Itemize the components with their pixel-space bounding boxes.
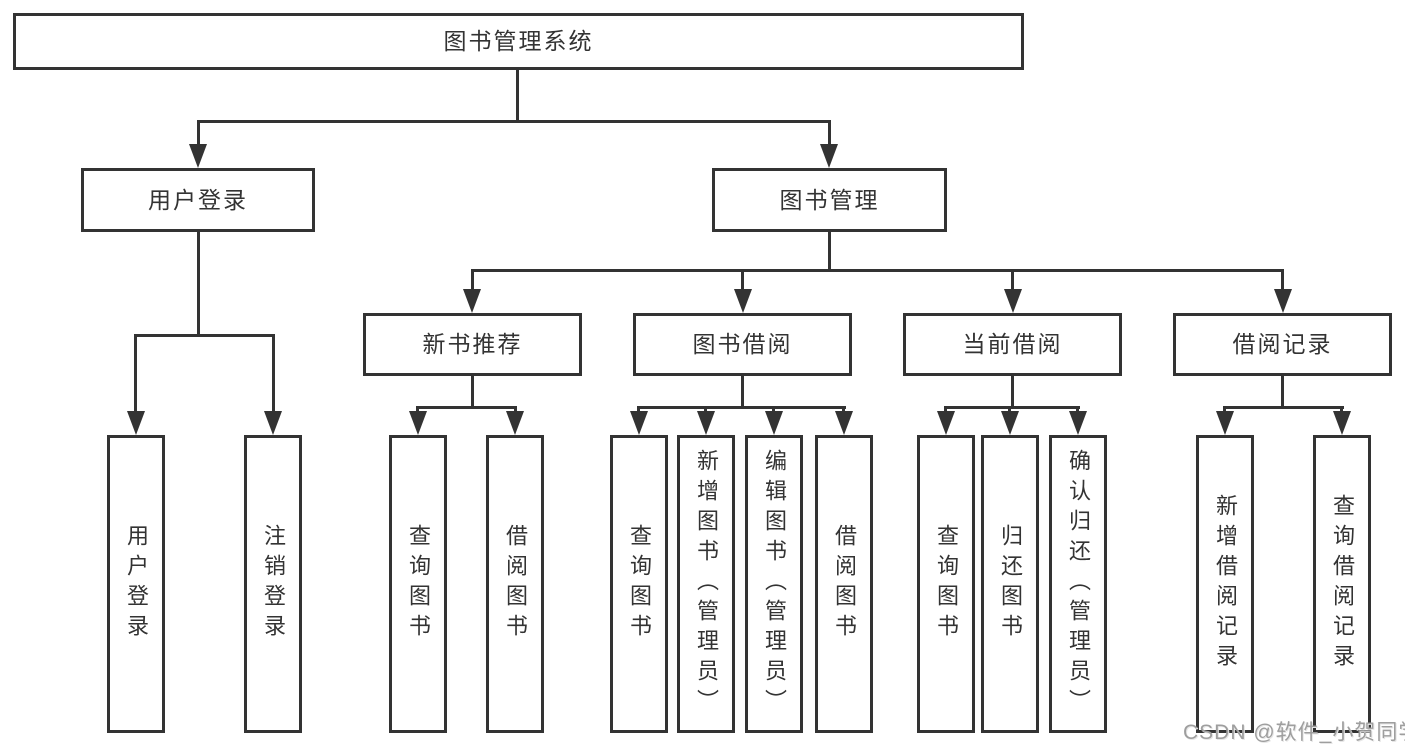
leaf-confirm-return-admin: 确认归还（管理员）: [1049, 435, 1107, 733]
csdn-watermark: CSDN @软件_小贺同学: [1183, 721, 1405, 744]
connector-shaft: [134, 334, 137, 413]
leaf-label: 查询借阅记录: [1330, 494, 1355, 674]
leaf-user-login: 用户登录: [107, 435, 165, 733]
node-book-management: 图书管理: [712, 168, 947, 232]
leaf-query-books-borrow: 查询图书: [610, 435, 668, 733]
connector-shaft: [1008, 406, 1011, 414]
arrowhead: [937, 411, 955, 435]
connector-level3-bar: [471, 269, 1284, 272]
connector-userlogin-stem: [197, 232, 200, 337]
arrowhead: [765, 411, 783, 435]
connector-g4-bar: [944, 406, 1080, 409]
leaf-label: 查询图书: [406, 524, 431, 644]
connector-g2-bar: [416, 406, 517, 409]
connector-shaft: [1340, 406, 1343, 414]
leaf-query-books-current: 查询图书: [917, 435, 975, 733]
leaf-label: 确认归还（管理员）: [1066, 449, 1091, 719]
connector-userlogin-bar: [134, 334, 274, 337]
connector-shaft: [772, 406, 775, 414]
arrowhead: [463, 289, 481, 313]
leaf-query-borrow-record: 查询借阅记录: [1313, 435, 1371, 733]
connector-bookmgmt-stem: [828, 232, 831, 271]
node-book-management-label: 图书管理: [779, 186, 880, 213]
arrowhead: [264, 411, 282, 435]
leaf-label: 查询图书: [627, 524, 652, 644]
connector-shaft: [741, 269, 744, 291]
connector-root-stem: [516, 69, 519, 121]
node-root-label: 图书管理系统: [443, 28, 594, 54]
node-user-login-label: 用户登录: [148, 186, 248, 213]
connector-shaft: [1223, 406, 1226, 414]
connector-root-bar: [197, 120, 831, 123]
leaf-label: 新增图书（管理员）: [694, 449, 719, 719]
node-current-borrow: 当前借阅: [903, 313, 1122, 376]
arrowhead: [1333, 411, 1351, 435]
arrowhead: [409, 411, 427, 435]
arrowhead: [1216, 411, 1234, 435]
leaf-logout: 注销登录: [244, 435, 302, 733]
arrowhead: [697, 411, 715, 435]
arrowhead: [1069, 411, 1087, 435]
leaf-edit-books-admin: 编辑图书（管理员）: [745, 435, 803, 733]
arrowhead: [189, 144, 207, 168]
leaf-label: 借阅图书: [832, 524, 857, 644]
connector-shaft: [416, 406, 419, 414]
connector-shaft: [944, 406, 947, 414]
node-new-book-recommend: 新书推荐: [363, 313, 582, 376]
node-borrow-records: 借阅记录: [1173, 313, 1392, 376]
arrowhead: [127, 411, 145, 435]
leaf-label: 归还图书: [998, 524, 1023, 644]
arrowhead: [835, 411, 853, 435]
leaf-label: 借阅图书: [503, 524, 528, 644]
arrowhead: [1274, 289, 1292, 313]
leaf-add-books-admin: 新增图书（管理员）: [677, 435, 735, 733]
arrowhead: [506, 411, 524, 435]
connector-shaft: [1281, 269, 1284, 291]
connector-g2-stem: [471, 376, 474, 408]
arrowhead: [1004, 289, 1022, 313]
leaf-return-books: 归还图书: [981, 435, 1039, 733]
connector-shaft: [197, 120, 200, 146]
connector-shaft: [514, 406, 517, 414]
leaf-label: 用户登录: [124, 524, 149, 644]
connector-shaft: [637, 406, 640, 414]
node-root: 图书管理系统: [13, 13, 1024, 70]
connector-shaft: [272, 334, 275, 413]
node-borrow-records-label: 借阅记录: [1232, 331, 1333, 357]
arrowhead: [734, 289, 752, 313]
connector-shaft: [1011, 269, 1014, 291]
arrowhead: [630, 411, 648, 435]
connector-g4-stem: [1011, 376, 1014, 408]
connector-shaft: [704, 406, 707, 414]
node-book-borrow-label: 图书借阅: [692, 331, 793, 357]
leaf-query-books-recommend: 查询图书: [389, 435, 447, 733]
node-new-book-recommend-label: 新书推荐: [422, 331, 523, 357]
connector-g5-bar: [1223, 406, 1344, 409]
arrowhead: [1001, 411, 1019, 435]
node-book-borrow: 图书借阅: [633, 313, 852, 376]
arrowhead: [820, 144, 838, 168]
connector-g3-stem: [741, 376, 744, 408]
leaf-label: 查询图书: [934, 524, 959, 644]
leaf-add-borrow-record: 新增借阅记录: [1196, 435, 1254, 733]
leaf-borrow-books-recommend: 借阅图书: [486, 435, 544, 733]
connector-shaft: [1076, 406, 1079, 414]
leaf-label: 编辑图书（管理员）: [762, 449, 787, 719]
connector-g5-stem: [1281, 376, 1284, 408]
connector-shaft: [471, 269, 474, 291]
leaf-borrow-books: 借阅图书: [815, 435, 873, 733]
connector-shaft: [828, 120, 831, 146]
connector-g3-bar: [637, 406, 846, 409]
leaf-label: 新增借阅记录: [1213, 494, 1238, 674]
connector-shaft: [842, 406, 845, 414]
node-current-borrow-label: 当前借阅: [962, 331, 1063, 357]
node-user-login: 用户登录: [81, 168, 315, 232]
leaf-label: 注销登录: [261, 524, 286, 644]
